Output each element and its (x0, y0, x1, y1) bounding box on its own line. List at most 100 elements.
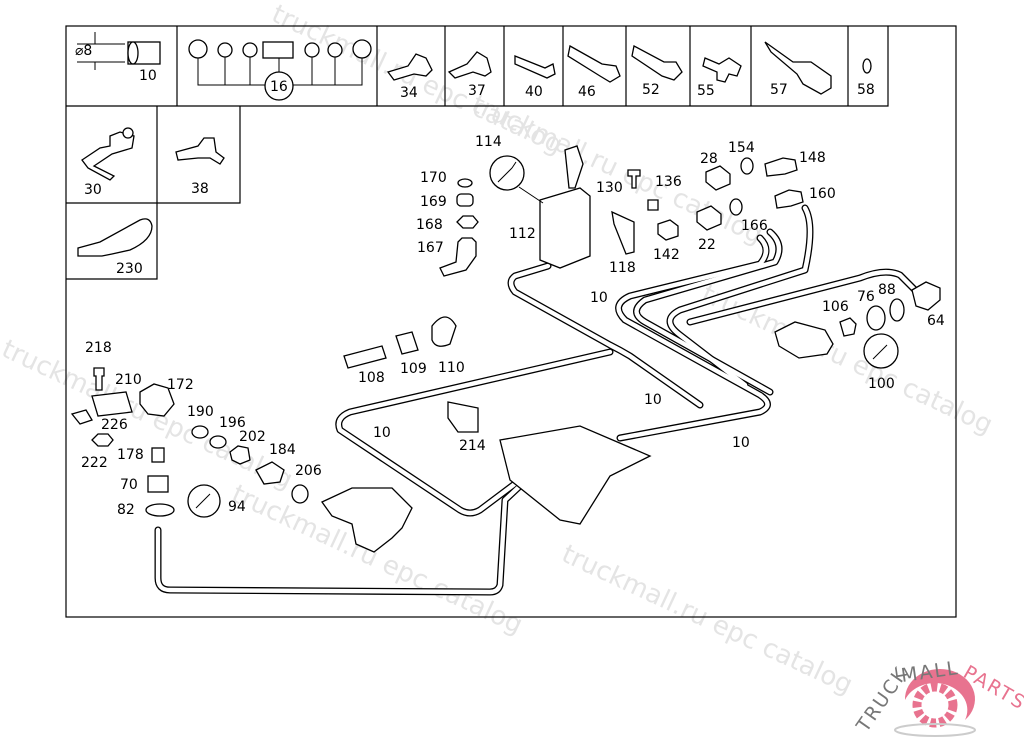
callout-10: 10 (732, 435, 750, 451)
ring-88-icon (889, 298, 905, 322)
callout-37: 37 (468, 83, 486, 99)
callout-28: 28 (700, 151, 718, 167)
connector-52-icon (631, 45, 683, 81)
callout-118: 118 (609, 260, 636, 276)
callout-114: 114 (475, 134, 502, 150)
washer-166-icon (729, 198, 743, 216)
callout-22: 22 (698, 237, 716, 253)
valve-172-icon (139, 383, 175, 417)
callout-10: 10 (373, 425, 391, 441)
callout-64: 64 (927, 313, 945, 329)
fitting-106-icon (839, 317, 857, 337)
bracket-118-icon (611, 210, 635, 255)
callout-166: 166 (741, 218, 768, 234)
callout-57: 57 (770, 82, 788, 98)
callout-184: 184 (269, 442, 296, 458)
callout-230: 230 (116, 261, 143, 277)
callout-46: 46 (578, 84, 596, 100)
callout-109: 109 (400, 361, 427, 377)
elbow-64-icon (911, 281, 941, 311)
elbow-37-icon (447, 51, 492, 79)
bracket-214-icon (447, 401, 479, 433)
header-parts (77, 32, 872, 101)
banjo-22-icon (696, 205, 722, 231)
washer-58-icon (862, 58, 872, 74)
washer-196-icon (209, 435, 227, 449)
callout-10: 10 (139, 68, 157, 84)
callout-112: 112 (509, 226, 536, 242)
callout-52: 52 (642, 82, 660, 98)
callout-76: 76 (857, 289, 875, 305)
nut-168-icon (456, 215, 479, 229)
callout-190: 190 (187, 404, 214, 420)
callout-16: 16 (270, 79, 288, 95)
callout-170: 170 (420, 170, 447, 186)
callout-172: 172 (167, 377, 194, 393)
watermark: truckmall.ru epc catalog (0, 334, 297, 495)
connector-40-icon (514, 55, 556, 79)
banjo-28-icon (705, 165, 731, 191)
wrench-114-icon (489, 155, 544, 204)
header-labels: ⌀8 10 16 34 37 40 46 52 55 57 58 30 38 2… (75, 43, 875, 277)
bolt-148-icon (764, 157, 798, 177)
callout-214: 214 (459, 438, 486, 454)
callout-110: 110 (438, 360, 465, 376)
pipe-10-icon (77, 32, 161, 70)
callout-169: 169 (420, 194, 447, 210)
washer-170-icon (457, 178, 473, 188)
bolt-160-icon (774, 189, 804, 209)
cable-tie-230-icon (77, 218, 153, 257)
washer-190-icon (191, 425, 209, 439)
fittings-16-icon (188, 39, 372, 101)
wrench-94-icon (187, 484, 221, 518)
watermark: truckmall.ru epc catalog (557, 539, 857, 700)
nut-202-icon (229, 445, 251, 465)
cap-169-icon (456, 193, 474, 207)
gear-logo-icon (904, 669, 975, 720)
callout-136: 136 (655, 174, 682, 190)
valve-block-icon (774, 321, 834, 359)
truckmall-logo: TRUCK MALL PARTS (852, 657, 1024, 737)
side-parts (77, 127, 225, 257)
callout-40: 40 (525, 84, 543, 100)
callout-108: 108 (358, 370, 385, 386)
callout-196: 196 (219, 415, 246, 431)
elbow-34-icon (386, 53, 433, 81)
ring-82-icon (145, 503, 175, 517)
callout-167: 167 (417, 240, 444, 256)
plate-210-icon (91, 391, 133, 417)
callout-226: 226 (101, 417, 128, 433)
control-valve-icon (321, 487, 413, 553)
callout-106: 106 (822, 299, 849, 315)
callout-218: 218 (85, 340, 112, 356)
hose-108-icon (343, 345, 387, 369)
callout-34: 34 (400, 85, 418, 101)
connector-46-icon (567, 44, 621, 83)
callout-88: 88 (878, 282, 896, 298)
diameter-label: ⌀8 (75, 43, 92, 59)
callout-160: 160 (809, 186, 836, 202)
callout-70: 70 (120, 477, 138, 493)
tee-38-icon (175, 137, 225, 165)
callout-10: 10 (644, 392, 662, 408)
callout-148: 148 (799, 150, 826, 166)
callout-202: 202 (239, 429, 266, 445)
tee-55-icon (702, 57, 742, 83)
union-142-icon (657, 219, 679, 241)
pipes (154, 204, 919, 596)
callout-222: 222 (81, 455, 108, 471)
callout-38: 38 (191, 181, 209, 197)
callout-130: 130 (596, 180, 623, 196)
callout-154: 154 (728, 140, 755, 156)
callout-82: 82 (117, 502, 135, 518)
frame (65, 25, 957, 618)
fitting-178-icon (151, 447, 165, 463)
banjo-30-icon (81, 127, 135, 181)
bolt-226-icon (70, 409, 93, 425)
ring-76-icon (866, 305, 886, 331)
callout-94: 94 (228, 499, 246, 515)
callout-58: 58 (857, 82, 875, 98)
clamp-110-icon (431, 316, 457, 347)
callout-206: 206 (295, 463, 322, 479)
